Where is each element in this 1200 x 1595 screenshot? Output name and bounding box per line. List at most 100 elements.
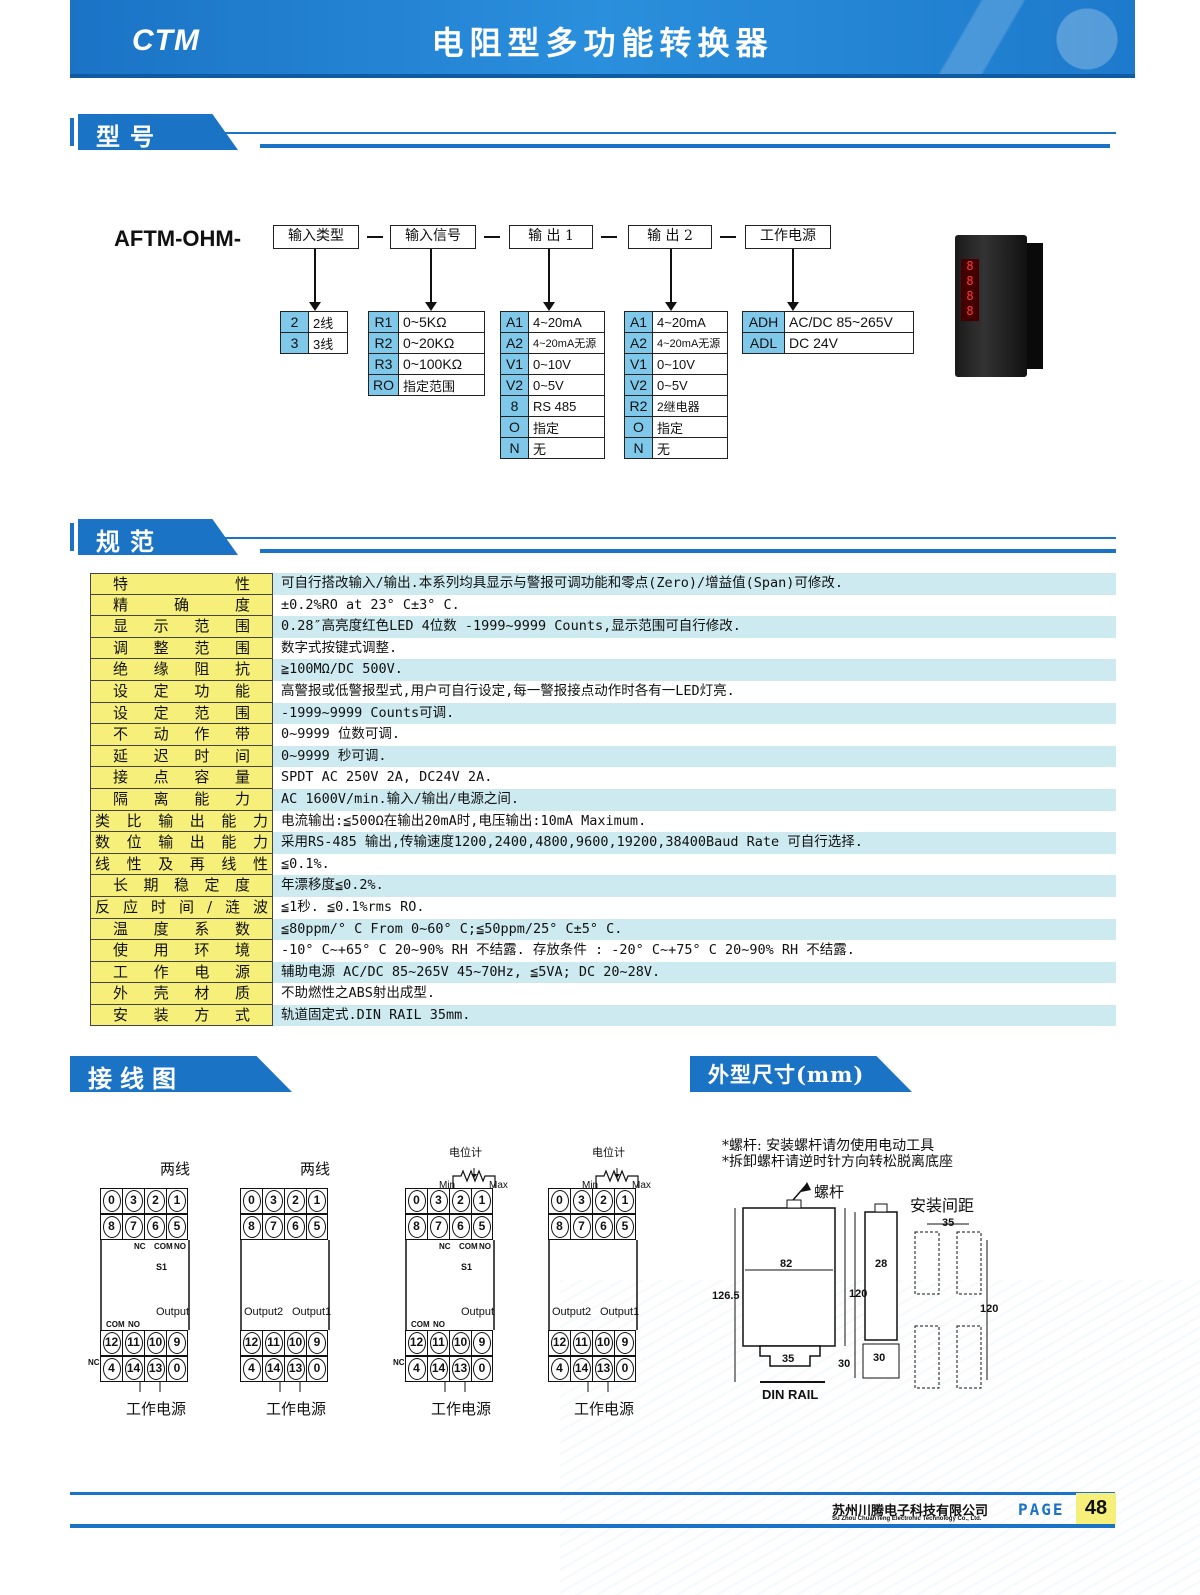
brand-logo: CTM xyxy=(132,24,200,57)
terminal: 2 xyxy=(284,1188,306,1214)
spec-value: 可自行搭改输入/输出.本系列均具显示与警报可调功能和零点(Zero)/增益值(S… xyxy=(273,573,1116,595)
spec-key: 显示范围 xyxy=(90,616,273,638)
nc-label: NC xyxy=(393,1358,405,1367)
spec-row: 安装方式轨道固定式.DIN RAIL 35mm. xyxy=(90,1004,1116,1027)
terminal: 11 xyxy=(570,1330,592,1356)
field-output1: 输 出 1 xyxy=(509,225,593,249)
spec-key: 接点容量 xyxy=(90,767,273,789)
spec-row: 类比输出能力电流输出:≦500Ω在输出20mA时,电压输出:10mA Maxim… xyxy=(90,810,1116,833)
spec-key: 安装方式 xyxy=(90,1004,273,1027)
terminal: 10 xyxy=(284,1330,306,1356)
nc-label: NC xyxy=(88,1358,100,1367)
dim-height2: 120 xyxy=(849,1288,868,1300)
field-power: 工作电源 xyxy=(745,225,831,249)
header-decoration xyxy=(895,0,1135,74)
terminal: 0 xyxy=(240,1188,262,1214)
relay-no-label: NO xyxy=(174,1242,186,1251)
power-label: 工作电源 xyxy=(430,1400,491,1418)
terminal: 4 xyxy=(405,1356,427,1382)
spec-row: 外壳材质不助燃性之ABS射出成型. xyxy=(90,983,1116,1005)
spec-key: 类比输出能力 xyxy=(90,810,273,833)
terminal: 3 xyxy=(570,1188,592,1214)
spec-key: 特性 xyxy=(90,573,273,595)
wiring-frame xyxy=(405,1240,495,1392)
dimension-notes: *螺杆: 安装螺杆请勿使用电动工具 *拆卸螺杆请逆时针方向转松脱离底座 xyxy=(722,1138,953,1170)
terminal: 14 xyxy=(122,1356,144,1382)
terminal: 13 xyxy=(592,1356,614,1382)
page-number: 48 xyxy=(1076,1493,1116,1524)
spec-key: 工作电源 xyxy=(90,961,273,984)
wiring-diagram-label: 电位计 xyxy=(449,1146,482,1159)
terminal: 2 xyxy=(592,1188,614,1214)
no-label: NO xyxy=(433,1320,445,1329)
terminal: 10 xyxy=(449,1330,471,1356)
dim-height: 126.5 xyxy=(712,1290,740,1302)
terminal: 6 xyxy=(449,1214,471,1240)
terminal: 14 xyxy=(427,1356,449,1382)
wiring-frame xyxy=(548,1240,638,1392)
spec-key: 不动作带 xyxy=(90,724,273,746)
arrow-input-type xyxy=(309,249,321,311)
terminal: 5 xyxy=(306,1214,328,1240)
terminal: 2 xyxy=(144,1188,166,1214)
spec-row: 长期稳定度年漂移度≦0.2%. xyxy=(90,875,1116,897)
terminal: 0 xyxy=(614,1356,636,1382)
terminal: 8 xyxy=(240,1214,262,1240)
spec-row: 精确度±0.2%RO at 23° C±3° C. xyxy=(90,594,1116,617)
spec-value: 轨道固定式.DIN RAIL 35mm. xyxy=(273,1004,1116,1027)
spec-key: 设定范围 xyxy=(90,702,273,725)
page-label: PAGE xyxy=(1018,1500,1065,1519)
spec-key: 反应时间/涟波 xyxy=(90,896,273,919)
relay-no-label: NO xyxy=(479,1242,491,1251)
output1-label: Output1 xyxy=(600,1306,640,1318)
dim-rail-height: 30 xyxy=(838,1358,851,1370)
terminal: 0 xyxy=(166,1356,188,1382)
terminal: 11 xyxy=(427,1330,449,1356)
spacing-label: 安装间距 xyxy=(910,1196,975,1215)
terminal: 7 xyxy=(122,1214,144,1240)
terminal: 14 xyxy=(570,1356,592,1382)
company-name-en: Su Zhou ChuanTeng Electronic Technology … xyxy=(832,1516,982,1522)
terminal: 8 xyxy=(100,1214,122,1240)
arrow-power xyxy=(787,249,799,311)
output2-label: Output2 xyxy=(552,1306,592,1318)
relay-nc-label: NC xyxy=(134,1242,146,1251)
terminal: 1 xyxy=(471,1188,493,1214)
section-header-model: 型号 xyxy=(70,114,1116,150)
terminal: 1 xyxy=(166,1188,188,1214)
dim-rail: 35 xyxy=(782,1353,795,1365)
pot-min-label: Min xyxy=(439,1180,456,1191)
terminal: 13 xyxy=(144,1356,166,1382)
terminal: 5 xyxy=(166,1214,188,1240)
terminal: 8 xyxy=(548,1214,570,1240)
terminal: 4 xyxy=(548,1356,570,1382)
spec-key: 温度系数 xyxy=(90,918,273,941)
field-input-type: 输入类型 xyxy=(273,225,359,249)
terminal: 13 xyxy=(284,1356,306,1382)
spec-value: 数字式按键式调整. xyxy=(281,639,398,656)
spec-row: 调整范围数字式按键式调整. xyxy=(90,637,1116,660)
